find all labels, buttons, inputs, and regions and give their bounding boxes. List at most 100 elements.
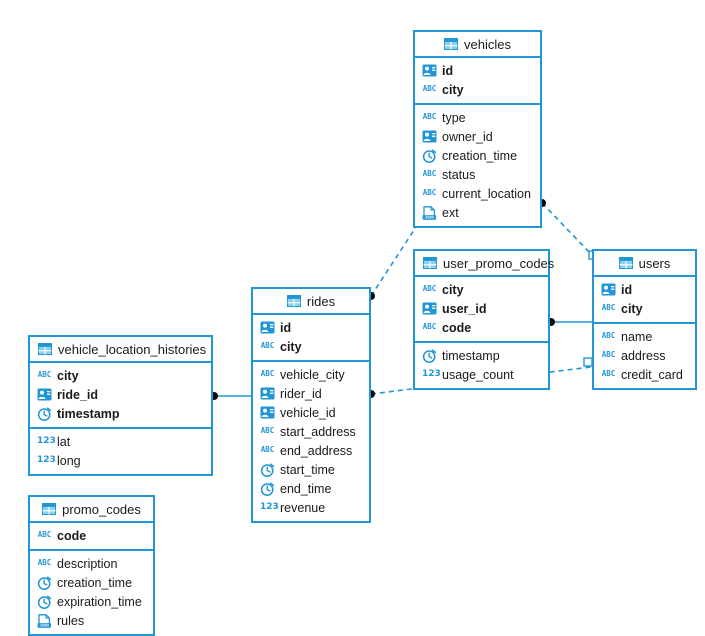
table-header-vehicles[interactable]: vehicles (415, 32, 540, 58)
clock-icon (37, 406, 52, 421)
number-icon: 123 (37, 435, 56, 446)
column-row[interactable]: user_id (415, 299, 548, 318)
abc-text-icon: ABC (260, 445, 275, 454)
key-id-icon (422, 64, 437, 77)
column-label: credit_card (621, 367, 683, 382)
abc-text-icon: ABC (260, 369, 275, 378)
table-header-promo_codes[interactable]: promo_codes (30, 497, 153, 523)
table-grid-icon (444, 38, 459, 50)
column-row[interactable]: timestamp (415, 346, 548, 365)
abc-text-icon: ABC (37, 370, 52, 379)
clock-icon (422, 148, 437, 163)
column-label: code (442, 320, 472, 335)
column-label: city (57, 368, 79, 383)
abc-text-icon: ABC (601, 331, 616, 340)
column-row[interactable]: end_time (253, 479, 369, 498)
column-row[interactable]: id (594, 280, 695, 299)
number-icon: 123 (422, 368, 441, 379)
column-row[interactable]: rider_id (253, 384, 369, 403)
column-label: end_time (280, 481, 332, 496)
abc-text-icon: ABC (37, 558, 52, 567)
column-row[interactable]: ABC city (30, 366, 211, 385)
table-header-user_promo_codes[interactable]: user_promo_codes (415, 251, 554, 277)
relationship-vlh-rides[interactable] (210, 392, 252, 400)
table-header-rides[interactable]: rides (253, 289, 369, 315)
column-row[interactable]: creation_time (415, 146, 540, 165)
abc-text-icon: ABC (601, 303, 616, 312)
column-row[interactable]: creation_time (30, 573, 153, 592)
relationship-square-marker (583, 357, 593, 367)
column-row[interactable]: owner_id (415, 127, 540, 146)
column-row[interactable]: timestamp (30, 404, 211, 423)
svg-text:JSON: JSON (40, 623, 49, 627)
column-row[interactable]: id (253, 318, 369, 337)
column-label: type (442, 110, 466, 125)
abc-text-icon: ABC (260, 426, 275, 435)
column-row[interactable]: ABC end_address (253, 441, 369, 460)
abc-text-icon: ABC (422, 169, 437, 178)
column-row[interactable]: vehicle_id (253, 403, 369, 422)
relationship-line (370, 223, 419, 297)
column-label: ext (442, 205, 459, 220)
abc-text-icon: ABC (601, 369, 616, 378)
table-name: promo_codes (62, 501, 141, 517)
number-icon: 123 (37, 454, 56, 465)
table-name: users (638, 255, 671, 271)
column-row[interactable]: start_time (253, 460, 369, 479)
column-row[interactable]: JSON rules (30, 611, 153, 630)
relationship-user-promo-codes-users[interactable] (547, 318, 593, 326)
column-row[interactable]: ride_id (30, 385, 211, 404)
column-label: current_location (442, 186, 531, 201)
column-row[interactable]: expiration_time (30, 592, 153, 611)
abc-text-icon: ABC (422, 84, 437, 93)
abc-text-icon: ABC (422, 284, 437, 293)
table-header-vehicle_location_histories[interactable]: vehicle_location_histories (30, 337, 211, 363)
abc-text-icon: ABC (601, 350, 616, 359)
column-label: vehicle_id (280, 405, 336, 420)
table-name: vehicle_location_histories (58, 341, 207, 357)
clock-icon (37, 594, 52, 609)
column-label: end_address (280, 443, 353, 458)
table-grid-icon (423, 257, 437, 269)
column-label: address (621, 348, 666, 363)
key-id-icon (601, 283, 616, 296)
table-header-users[interactable]: users (594, 251, 695, 277)
key-id-icon (260, 321, 275, 334)
column-label: creation_time (442, 148, 518, 163)
column-label: rules (57, 613, 85, 628)
column-row[interactable]: ABC address (594, 346, 695, 365)
column-row[interactable]: id (415, 61, 540, 80)
column-row[interactable]: ABC credit_card (594, 365, 695, 384)
abc-text-icon: ABC (37, 530, 52, 539)
clock-icon (260, 462, 275, 477)
